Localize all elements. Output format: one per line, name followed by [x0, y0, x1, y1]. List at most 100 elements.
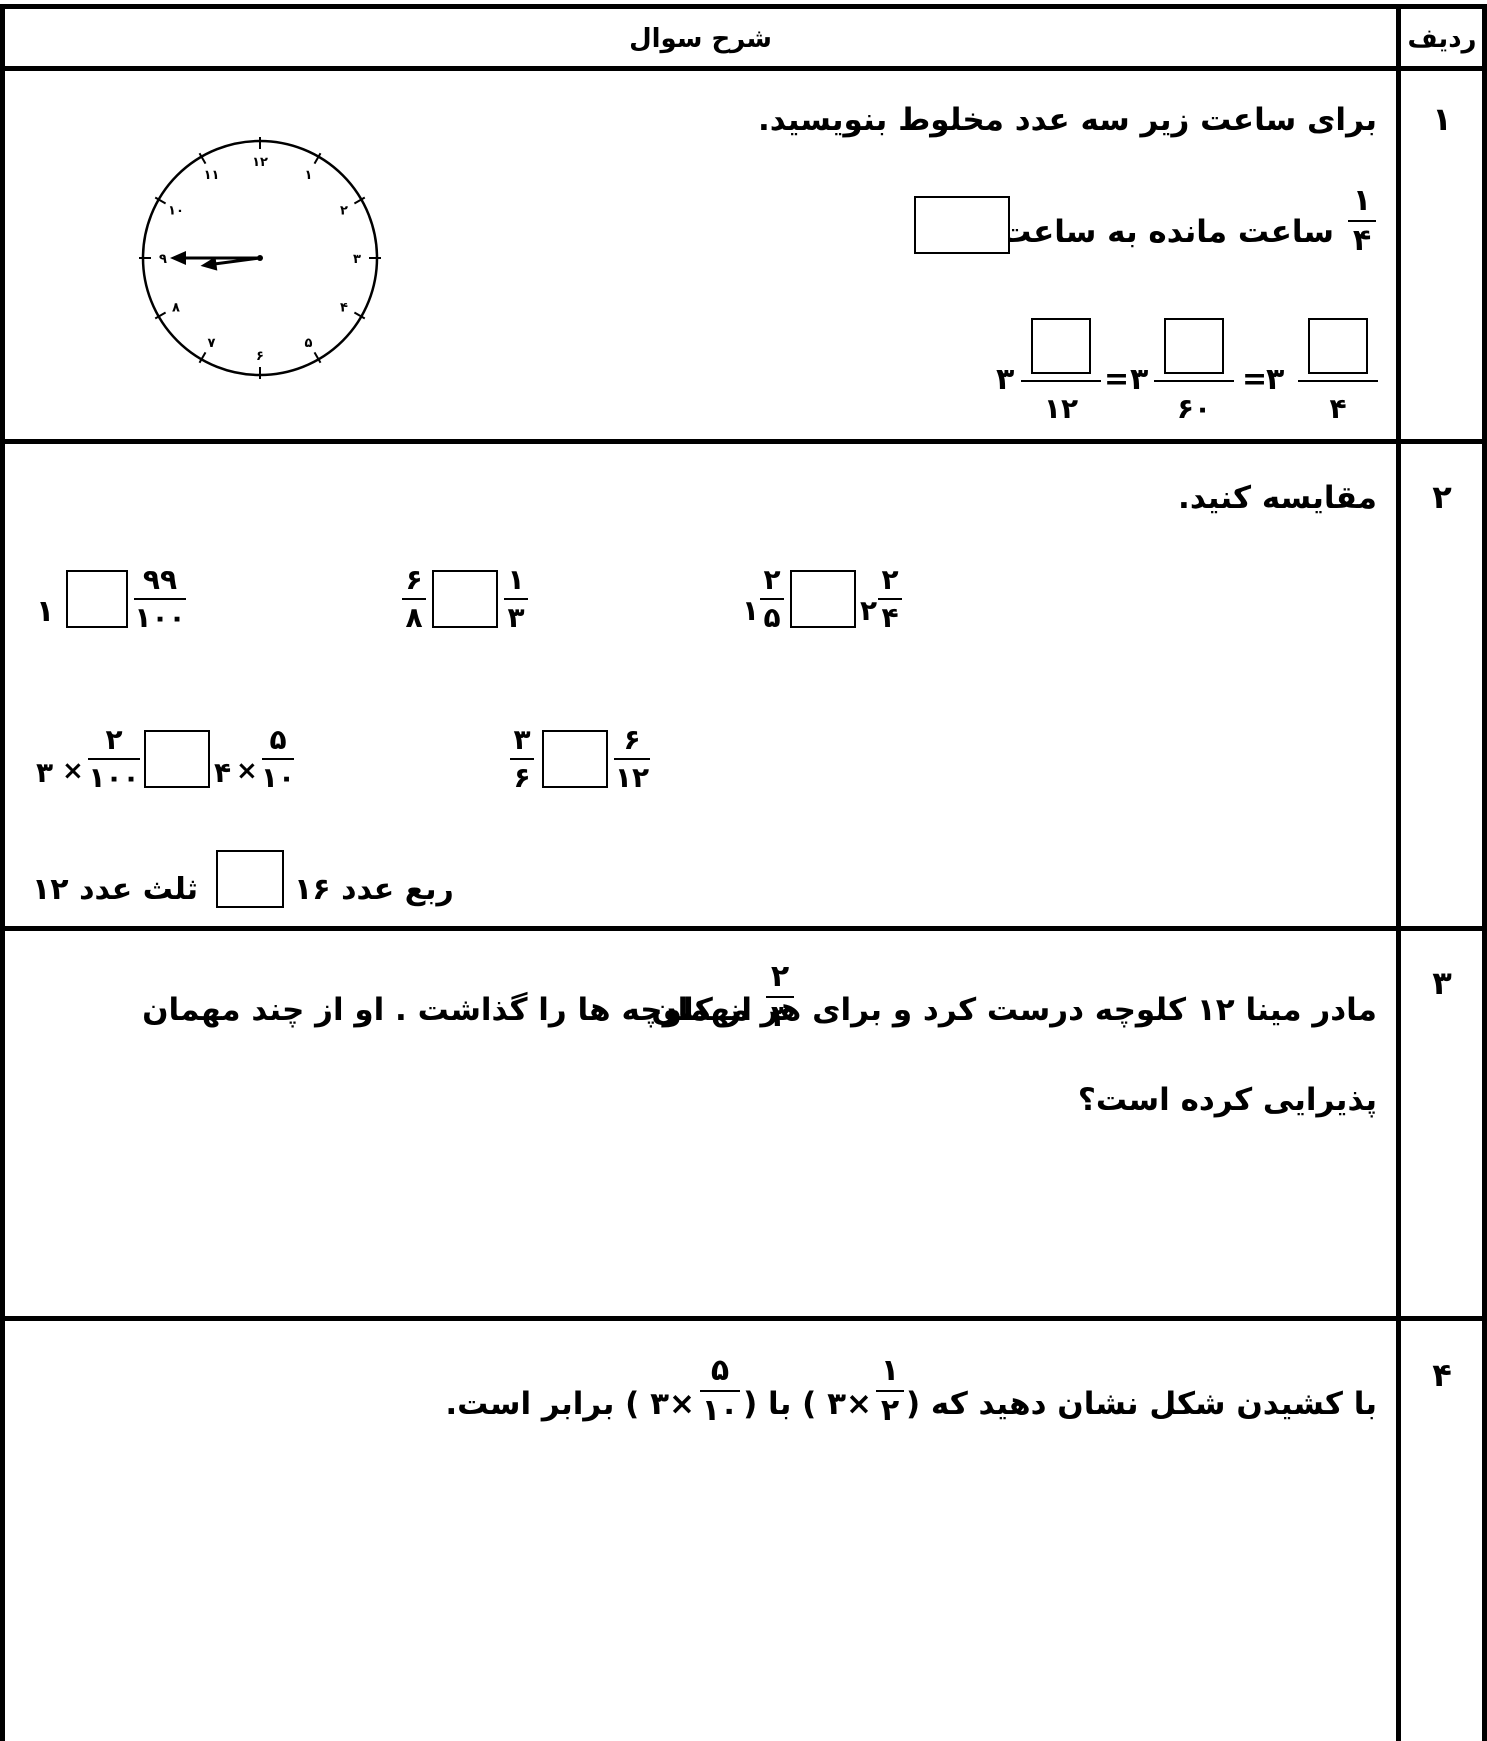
q1-whole-1: ۳	[996, 362, 1015, 397]
q1-quarter-fraction: ۱ ۴	[1348, 186, 1376, 256]
q2r1c-right-fraction: ۲ ۴	[878, 566, 902, 632]
q4-f2-den: ۱۰	[701, 1393, 739, 1428]
q2r1a-fraction: ۹۹ ۱۰۰	[134, 566, 186, 632]
q3-frac-den: ۳	[770, 999, 790, 1034]
q2r2b-r-num: ۶	[623, 723, 641, 756]
clock-tick	[353, 196, 366, 205]
q2r2a-times-1: ×	[62, 756, 84, 786]
q1-text: برای ساعت زیر سه عدد مخلوط بنویسید.	[758, 102, 1377, 138]
q2r1c-r-den: ۴	[881, 601, 899, 634]
clock-number: ۹	[159, 252, 167, 267]
q2r1c-right-whole: ۲	[860, 594, 878, 627]
q4-expr-1: ×۳ ) با (	[743, 1386, 872, 1422]
q2r1c-compare-box[interactable]	[790, 570, 856, 628]
row2-bottom-border	[0, 926, 1487, 931]
q2r2b-compare-box[interactable]	[542, 730, 608, 788]
q4-fraction-2: ۵ ۱۰	[700, 1356, 740, 1426]
q4-number: ۴	[1432, 1356, 1452, 1394]
q3-number: ۳	[1432, 964, 1452, 1002]
q2r1c-l-den: ۵	[763, 601, 781, 634]
q3-line1-part-b: از کلوچه ها را گذاشت . او از چند مهمان	[142, 992, 752, 1028]
column-divider	[1396, 4, 1401, 1741]
q1-den-3: ۴	[1329, 392, 1347, 425]
clock-tick	[198, 351, 207, 364]
q2r1b-compare-box[interactable]	[432, 570, 498, 628]
q3-frac-num: ۲	[770, 959, 790, 994]
q2r1a-compare-box[interactable]	[66, 570, 128, 628]
q2r1b-l-num: ۶	[405, 563, 423, 596]
q2r1b-left-fraction: ۶ ۸	[402, 566, 426, 632]
q3-line2: پذیرایی کرده است؟	[1077, 1082, 1377, 1118]
q2r2b-r-den: ۱۲	[614, 761, 650, 794]
q1-whole-3: ۳	[1266, 362, 1285, 397]
q4-text-a: با کشیدن شکل نشان دهید که (	[905, 1386, 1377, 1422]
q2r2a-times-2: ×	[236, 756, 258, 786]
q2r1c-r-num: ۲	[881, 563, 899, 596]
q2r2b-l-den: ۶	[513, 761, 531, 794]
q2r1b-l-den: ۸	[405, 601, 423, 634]
q2r1c-l-num: ۲	[763, 563, 781, 596]
q2r2a-r-num: ۵	[269, 723, 287, 756]
clock-number: ۷	[208, 336, 216, 351]
q2r2a-compare-box[interactable]	[144, 730, 210, 788]
q4-f1-den: ۲	[880, 1393, 900, 1428]
clock-tick	[154, 311, 167, 320]
q1-equals-2: =	[1242, 362, 1268, 397]
q2r1b-right-fraction: ۱ ۳	[504, 566, 528, 632]
q1-num-box-2[interactable]	[1164, 318, 1224, 374]
clock-hour-arrowhead	[200, 256, 218, 271]
q1-quarter-num: ۱	[1352, 183, 1372, 218]
q1-num-box-3[interactable]	[1308, 318, 1368, 374]
clock-center	[257, 255, 263, 261]
q2r2a-l-den: ۱۰۰	[88, 761, 140, 794]
q2r1c-left-fraction: ۲ ۵	[760, 566, 784, 632]
clock-number: ۸	[172, 301, 180, 316]
q2r3-compare-box[interactable]	[216, 850, 284, 908]
q2r2a-right-whole: ۴	[214, 756, 232, 789]
q2r2a-l-num: ۲	[105, 723, 123, 756]
q2r2a-left-fraction: ۲ ۱۰۰	[88, 726, 140, 792]
header-bottom-border	[0, 66, 1487, 71]
q1-frac-bar-1	[1021, 380, 1101, 382]
q4-expr-2: ×۳ ) برابر است.	[445, 1386, 695, 1422]
q2r2b-l-num: ۳	[513, 723, 531, 756]
header-desc-label: شرح سوال	[629, 24, 772, 54]
clock-tick	[313, 152, 322, 165]
q1-den-2: ۶۰	[1176, 392, 1212, 425]
q1-equals-1: =	[1104, 362, 1130, 397]
clock-tick	[198, 152, 207, 165]
q2r2a-r-den: ۱۰	[260, 761, 296, 794]
q2r3-left-text: ثلث عدد ۱۲	[32, 872, 198, 907]
q2r2b-left-fraction: ۳ ۶	[510, 726, 534, 792]
q4-f2-num: ۵	[710, 1353, 730, 1388]
q1-number: ۱	[1432, 100, 1452, 138]
q4-fraction-1: ۱ ۲	[876, 1356, 904, 1426]
q2r3-right-text: ربع عدد ۱۶	[294, 872, 454, 907]
clock-number: ۵	[305, 336, 313, 351]
q4-f1-num: ۱	[880, 1353, 900, 1388]
q2r1a-den: ۱۰۰	[134, 601, 186, 634]
q2r1b-r-den: ۳	[507, 601, 525, 634]
clock-tick	[313, 351, 322, 364]
q2-number: ۲	[1432, 478, 1452, 516]
table-left-border	[0, 4, 5, 1741]
clock-number: ۶	[256, 349, 264, 364]
clock-minute-arrowhead	[170, 251, 186, 265]
q3-fraction: ۲ ۳	[766, 962, 794, 1032]
table-right-border	[1482, 4, 1487, 1741]
q1-num-box-1[interactable]	[1031, 318, 1091, 374]
clock-number: ۳	[353, 252, 361, 267]
q2r1c-left-whole: ۱	[742, 594, 760, 627]
q2r2a-right-fraction: ۵ ۱۰	[260, 723, 296, 794]
clock-number: ۱	[305, 168, 313, 183]
q1-hour-answer-box[interactable]	[914, 196, 1010, 254]
q2r1a-left: ۱	[36, 594, 55, 629]
clock-tick	[353, 311, 366, 320]
q1-frac-bar-3	[1298, 380, 1378, 382]
q1-frac-bar-2	[1154, 380, 1234, 382]
q2r2a-left-whole: ۳	[36, 756, 54, 789]
q1-whole-2: ۳	[1130, 362, 1149, 397]
q1-den-1: ۱۲	[1043, 392, 1079, 425]
table-top-border	[0, 4, 1487, 9]
